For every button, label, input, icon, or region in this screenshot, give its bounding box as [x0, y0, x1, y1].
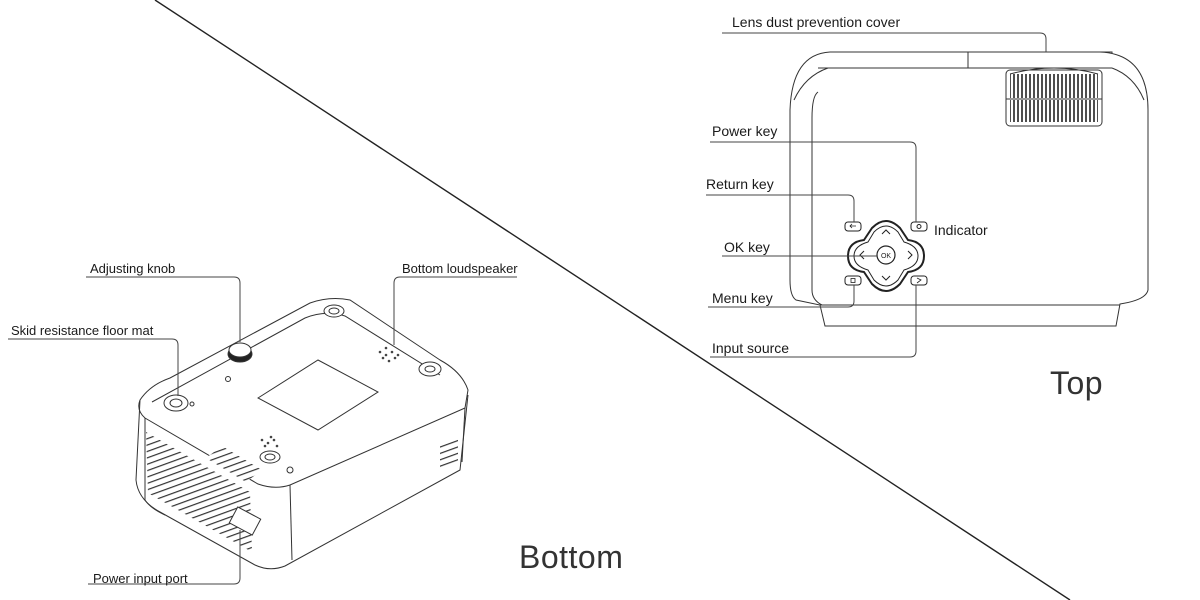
label-power-input-port: Power input port — [93, 571, 188, 586]
label-bottom-loudspeaker: Bottom loudspeaker — [402, 261, 518, 276]
bottom-leader-lines — [8, 276, 517, 585]
label-input-source: Input source — [712, 340, 790, 356]
label-menu-key: Menu key — [712, 290, 773, 306]
top-leader-lines — [706, 32, 1047, 358]
label-ok-key: OK key — [724, 239, 770, 255]
heading-bottom: Bottom — [519, 539, 624, 575]
diagonal-divider — [154, 0, 1071, 600]
ok-key-glyph: OK — [881, 253, 891, 260]
label-adjusting-knob: Adjusting knob — [90, 261, 176, 276]
label-lens-dust-prevention-cover: Lens dust prevention cover — [732, 14, 901, 30]
keypad — [844, 220, 928, 292]
label-return-key: Return key — [706, 176, 774, 192]
label-power-key: Power key — [712, 123, 778, 139]
top-view-projector — [789, 51, 1149, 327]
heading-top: Top — [1050, 365, 1104, 401]
bottom-view-projector — [135, 298, 469, 570]
label-indicator: Indicator — [934, 222, 988, 238]
label-skid-resistance-floor-mat: Skid resistance floor mat — [11, 323, 154, 338]
